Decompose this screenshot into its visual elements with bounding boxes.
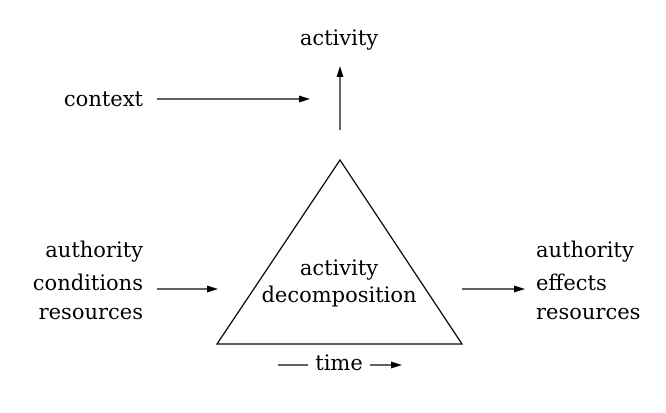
input-resources-label: resources <box>39 300 143 324</box>
context-arrow <box>157 95 310 103</box>
output-side-arrow <box>462 285 525 293</box>
input-arrow <box>157 285 218 293</box>
center-line-activity: activity <box>300 256 378 280</box>
output-resources-label: resources <box>536 300 640 324</box>
activity-triangle <box>215 158 464 345</box>
output-authority-label: authority <box>536 238 634 262</box>
output-arrow <box>336 66 344 130</box>
output-effects-label: effects <box>536 271 607 295</box>
center-line-decomposition: decomposition <box>261 283 416 307</box>
time-label: time <box>315 351 363 375</box>
input-authority-label: authority <box>45 238 143 262</box>
input-conditions-label: conditions <box>33 271 143 295</box>
context-label: context <box>64 87 144 111</box>
time-arrow <box>370 361 402 369</box>
activity-output-label: activity <box>300 26 378 50</box>
